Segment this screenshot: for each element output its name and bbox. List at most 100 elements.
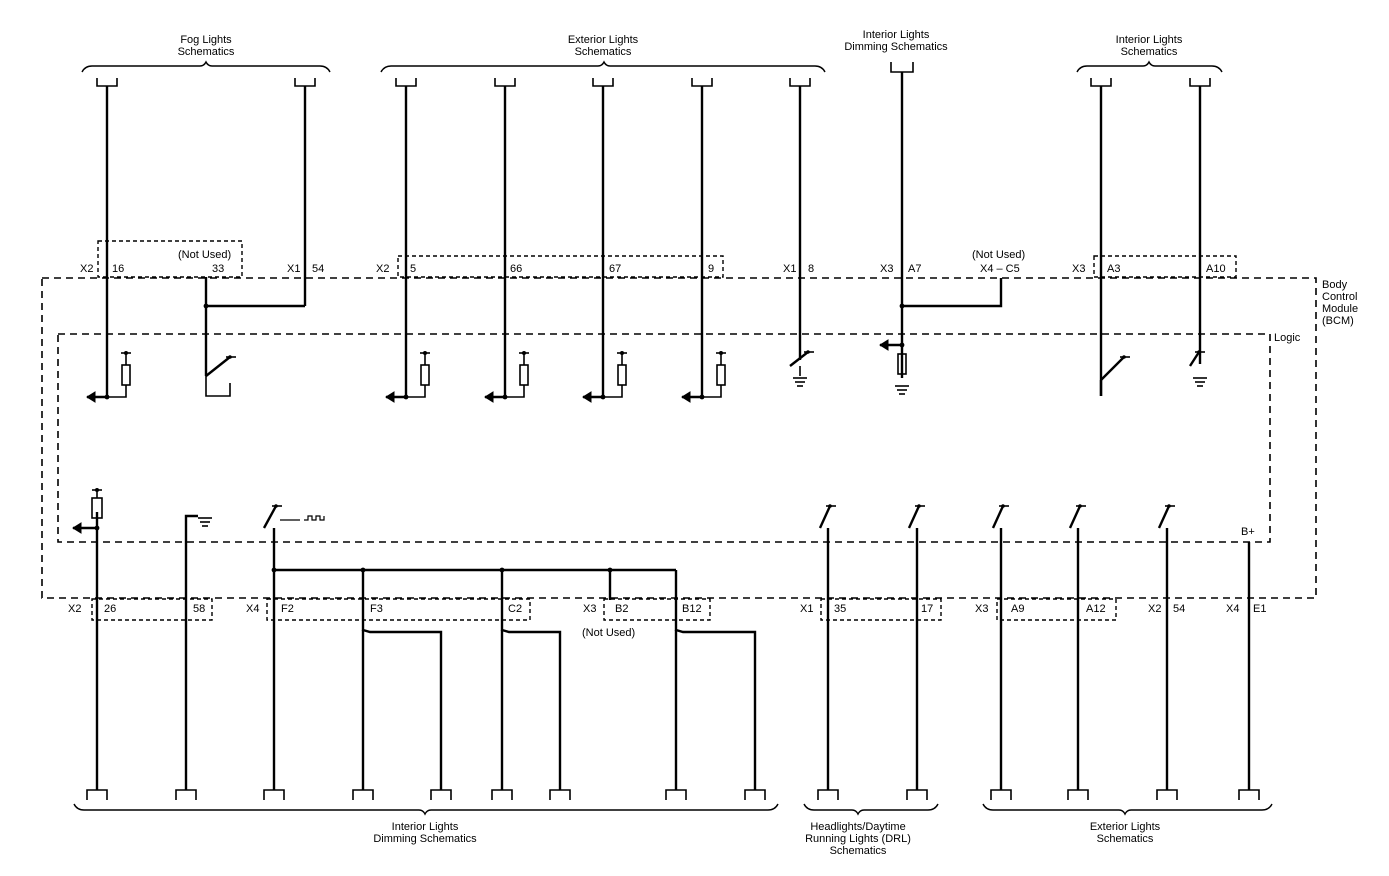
- bot-conn-box-x1: [820, 598, 942, 621]
- resistor-icon: [617, 364, 627, 386]
- node-dot-icon: [271, 567, 277, 573]
- logic-outline: [57, 333, 1271, 543]
- conn-label: X3: [975, 603, 988, 615]
- connector-terminal-icon: [263, 789, 285, 800]
- pin-label: 9: [708, 263, 714, 275]
- arrow-left-icon: [582, 391, 592, 403]
- resistor-wire-line: [603, 395, 623, 398]
- connector-terminal-icon: [96, 78, 118, 87]
- connector-terminal-icon: [491, 789, 513, 800]
- top-connector-labels: X2 16 33 (Not Used) X1 54 X2 5 66 67 9 X…: [80, 249, 1226, 275]
- conn-label: X2: [68, 603, 81, 615]
- node-dot-icon: [124, 351, 128, 355]
- node-dot-icon: [1122, 355, 1126, 359]
- switch-contact-icon: [205, 356, 231, 377]
- pin-label: B2: [615, 603, 628, 615]
- pin-label: 54: [312, 263, 324, 275]
- bcm-outline: [41, 277, 1317, 599]
- switch-contact-icon: [1100, 356, 1125, 381]
- connector-terminal-icon: [592, 78, 614, 87]
- conn-label: X2: [376, 263, 389, 275]
- connector-terminal-icon: [1090, 78, 1112, 87]
- node-dot-icon: [423, 351, 427, 355]
- connector-terminal-icon: [1156, 789, 1178, 800]
- node-dot-icon: [828, 504, 832, 508]
- connector-terminal-icon: [691, 78, 713, 87]
- switch-wire-line: [205, 376, 231, 397]
- pin-label: 16: [112, 263, 124, 275]
- conn-label: X2: [1148, 603, 1161, 615]
- node-dot-icon: [502, 394, 508, 400]
- resistor-wire-line: [505, 395, 525, 398]
- label-supply-b-plus: B+: [1241, 526, 1255, 538]
- pin-label: 5: [410, 263, 416, 275]
- connector-terminal-icon: [430, 789, 452, 800]
- switch-contact-icon: [262, 505, 278, 529]
- switch-contact-icon: [818, 505, 832, 529]
- bot-conn-box-x3-ext: [996, 598, 1117, 621]
- connector-terminal-icon: [494, 78, 516, 87]
- conn-label: X1: [783, 263, 796, 275]
- resistor-icon: [897, 353, 907, 375]
- node-dot-icon: [104, 394, 110, 400]
- bottom-connector-labels: X2 26 58 X4 F2 F3 C2 X3 B2 B12 (Not Used…: [68, 603, 1266, 639]
- resistor-icon: [716, 364, 726, 386]
- resistor-wire-line: [406, 395, 426, 398]
- pin-label: A10: [1206, 263, 1226, 275]
- switch-contact-icon: [907, 505, 921, 529]
- node-dot-icon: [899, 342, 905, 348]
- pin-label: A7: [908, 263, 921, 275]
- arrow-left-icon: [681, 391, 691, 403]
- connector-terminal-icon: [890, 62, 914, 73]
- conn-label: X4: [1226, 603, 1239, 615]
- pwm-signal-icon: [280, 515, 325, 521]
- connector-terminal-icon: [990, 789, 1012, 800]
- components: [72, 62, 1260, 800]
- pin-label: A9: [1011, 603, 1024, 615]
- node-dot-icon: [719, 351, 723, 355]
- node-dot-icon: [607, 567, 613, 573]
- not-used-label: (Not Used): [582, 627, 635, 639]
- connector-terminal-icon: [352, 789, 374, 800]
- arrow-left-icon: [86, 391, 96, 403]
- switch-contact-icon: [991, 505, 1005, 529]
- pin-label: 54: [1173, 603, 1185, 615]
- pin-label: 33: [212, 263, 224, 275]
- pin-label: 26: [104, 603, 116, 615]
- node-dot-icon: [806, 350, 810, 354]
- switch-contact-icon: [789, 351, 809, 367]
- bot-conn-box-x4: [266, 598, 531, 621]
- pin-label: A3: [1107, 263, 1120, 275]
- pin-label: E1: [1253, 603, 1266, 615]
- pin-label: C2: [508, 603, 522, 615]
- resistor-wire-line: [702, 395, 722, 398]
- connector-terminal-icon: [789, 78, 811, 87]
- node-dot-icon: [1197, 350, 1201, 354]
- pin-label: F3: [370, 603, 383, 615]
- pin-label: B12: [682, 603, 702, 615]
- switch-contact-icon: [1188, 351, 1201, 367]
- wires-top: [105, 72, 1202, 397]
- connector-terminal-icon: [549, 789, 571, 800]
- node-dot-icon: [274, 504, 278, 508]
- resistor-icon: [121, 364, 131, 386]
- node-dot-icon: [499, 567, 505, 573]
- conn-label: X3: [583, 603, 596, 615]
- conn-label: X1: [287, 263, 300, 275]
- arrow-left-icon: [72, 522, 82, 534]
- connector-terminal-icon: [175, 789, 197, 800]
- top-conn-box-x3-int: [1093, 255, 1237, 278]
- node-dot-icon: [94, 525, 100, 531]
- not-used-label: (Not Used): [972, 249, 1025, 261]
- conn-label: X3: [1072, 263, 1085, 275]
- pin-label: 67: [609, 263, 621, 275]
- conn-label: X1: [800, 603, 813, 615]
- connector-terminal-icon: [395, 78, 417, 87]
